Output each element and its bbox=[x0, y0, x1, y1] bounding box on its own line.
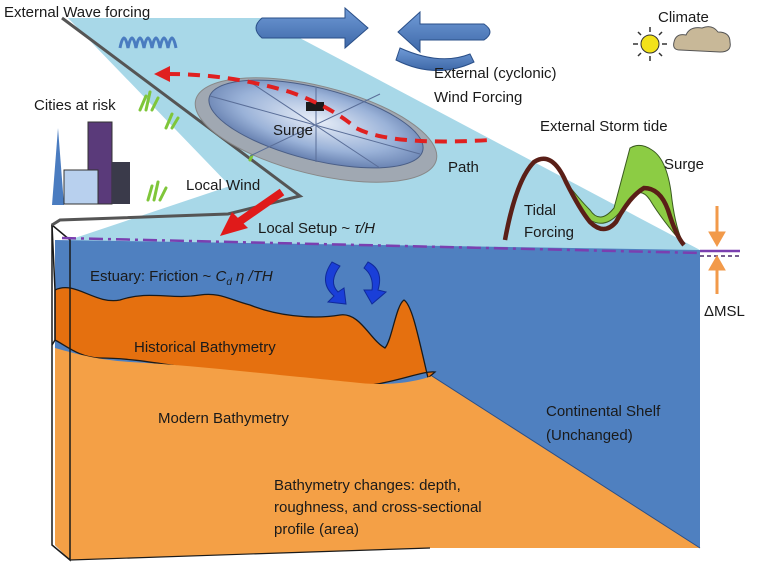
label-external-wind-1: External (cyclonic) bbox=[434, 65, 557, 82]
local-setup-suffix: /H bbox=[359, 220, 375, 237]
label-continental-shelf-2: (Unchanged) bbox=[546, 427, 633, 444]
cloud-icon bbox=[673, 26, 731, 53]
storm-path-arrowhead bbox=[154, 66, 170, 82]
label-tidal-1: Tidal bbox=[524, 202, 556, 219]
wave-forcing-icon bbox=[118, 36, 178, 49]
block-base-edge bbox=[69, 547, 431, 561]
label-local-setup: Local Setup ~ τ/H bbox=[258, 220, 375, 237]
estuary-d: d bbox=[226, 277, 232, 288]
label-estuary-friction: Estuary: Friction ~ Cd η /TH bbox=[90, 268, 273, 288]
cyclonic-arrow-right-icon bbox=[397, 10, 491, 54]
label-external-wind-2: Wind Forcing bbox=[434, 89, 522, 106]
label-bathy-changes-2: roughness, and cross-sectional bbox=[274, 499, 482, 516]
label-external-storm-tide: External Storm tide bbox=[540, 118, 668, 135]
label-continental-shelf-1: Continental Shelf bbox=[546, 403, 661, 420]
estuary-c: C bbox=[215, 268, 226, 285]
sun-icon bbox=[633, 27, 667, 61]
shelf-slope-edge bbox=[431, 375, 701, 549]
delta-msl-arrows-icon bbox=[708, 206, 726, 294]
label-external-wave-forcing: External Wave forcing bbox=[4, 4, 150, 21]
label-delta-msl: ΔMSL bbox=[704, 303, 745, 320]
circulation-arrow-left-icon bbox=[325, 261, 347, 305]
local-setup-tau: τ bbox=[354, 220, 361, 237]
label-tide-surge: Surge bbox=[664, 156, 704, 173]
label-path: Path bbox=[448, 159, 479, 176]
label-local-wind: Local Wind bbox=[186, 177, 260, 194]
cyclonic-arrow-bottom-icon bbox=[395, 47, 475, 71]
label-storm-surge: Surge bbox=[273, 122, 313, 139]
label-climate: Climate bbox=[658, 9, 709, 26]
estuary-suffix: /TH bbox=[248, 268, 273, 285]
label-bathy-changes-1: Bathymetry changes: depth, bbox=[274, 477, 461, 494]
label-modern-bathymetry: Modern Bathymetry bbox=[158, 410, 289, 427]
storm-path-line bbox=[167, 72, 491, 144]
city-buildings bbox=[52, 121, 130, 205]
modern-bathymetry bbox=[55, 348, 700, 560]
label-tidal-2: Forcing bbox=[524, 224, 574, 241]
label-historical-bathymetry: Historical Bathymetry bbox=[134, 339, 276, 356]
surge-fill bbox=[565, 144, 685, 246]
circulation-arrow-right-icon bbox=[363, 261, 388, 305]
block-front-edges bbox=[51, 224, 56, 346]
label-cities-at-risk: Cities at risk bbox=[34, 97, 116, 114]
local-setup-prefix: Local Setup ~ bbox=[258, 220, 354, 237]
local-wind-arrow-icon bbox=[220, 188, 285, 236]
estuary-prefix: Estuary: Friction ~ bbox=[90, 268, 215, 285]
estuary-eta: η bbox=[232, 268, 249, 285]
tide-curve bbox=[502, 156, 686, 247]
cyclonic-arrow-left-icon bbox=[255, 6, 369, 50]
storm-cyclone bbox=[194, 77, 438, 183]
label-bathy-changes-3: profile (area) bbox=[274, 521, 359, 538]
